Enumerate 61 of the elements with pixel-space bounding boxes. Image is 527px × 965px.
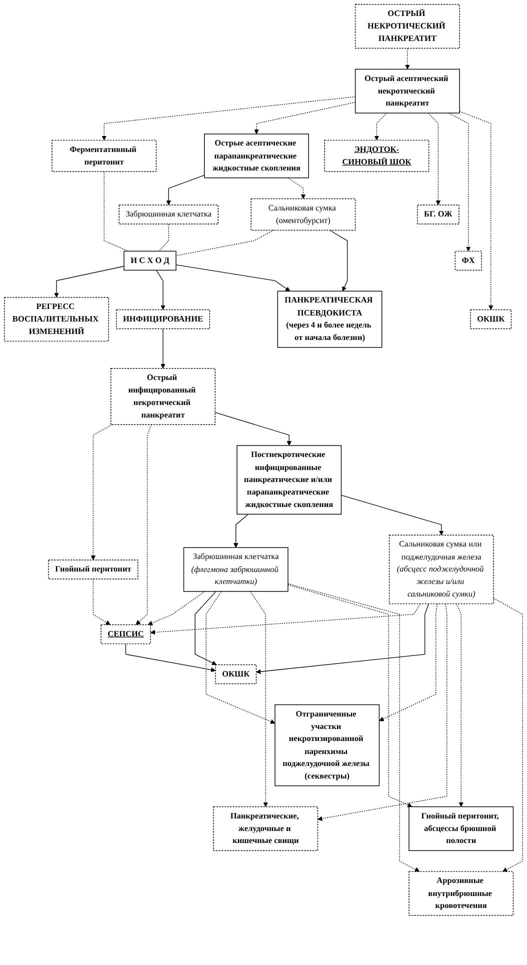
arrow (90, 424, 112, 560)
arrow (428, 112, 441, 206)
node-box: Острый инфицированный некротический панкреатит (110, 368, 216, 425)
arrow (405, 48, 410, 70)
arrow (92, 578, 110, 625)
node-box: РЕГРЕСС ВОСПАЛИТЕЛЬНЫХ ИЗМЕНЕНИЙ (4, 297, 109, 342)
node-box: Острый асептический некротический панкреатит (354, 68, 460, 114)
arrow (456, 604, 464, 807)
node-box: Острые асептические парапанкреатические жидкостные скопления (204, 134, 309, 178)
node-box: Сальниковая сумка или поджелудочная железа (абсцесс поджелудочной железы и/или сальниковой сумки) (388, 534, 494, 604)
node-box: Постнекротические инфицированные панкреатические и/или парапанкреатические жидкостные скопления (236, 445, 342, 515)
arrow (379, 604, 438, 722)
arrow (233, 514, 249, 548)
arrow (288, 584, 412, 808)
arrow (54, 266, 124, 298)
arrow (214, 412, 292, 446)
arrow (166, 174, 205, 206)
node-box: ИНФИЦИРОВАНИЕ (116, 309, 210, 330)
arrow (176, 264, 290, 292)
node-box: Ферментативный перитонит (52, 140, 157, 172)
node-box: Забрюшинная клетчатка (118, 204, 218, 224)
node-box: Сальниковая сумка (оментобурсит) (250, 198, 356, 231)
arrow (493, 598, 523, 872)
arrow (459, 111, 494, 310)
arrow (288, 583, 420, 872)
arrow (102, 96, 356, 140)
arrow (256, 604, 430, 674)
arrow (206, 591, 276, 724)
node-box: ОКШК (215, 664, 257, 684)
arrow (254, 102, 356, 134)
node-box: Отграниченные участки некротизированной паренхимы поджелудочной железы (секвестры) (274, 704, 380, 786)
arrow (250, 591, 268, 807)
arrow (148, 591, 206, 626)
arrow (329, 230, 348, 292)
connector (158, 224, 169, 252)
node-box: ПАНКРЕАТИЧЕСКАЯ ПСЕВДОКИСТА (через 4 и более недель от начала болезни) (277, 290, 382, 348)
arrow (125, 643, 216, 672)
arrow (318, 604, 448, 821)
arrow (136, 424, 152, 625)
connector (176, 230, 274, 256)
arrow (156, 270, 166, 310)
node-box: Панкреатические, желудочные и кишечные свищи (213, 806, 318, 851)
arrow (194, 591, 217, 666)
arrow (448, 112, 471, 252)
arrow (374, 112, 387, 140)
arrow (340, 494, 444, 536)
node-box: Забрюшинная клетчатка (флегмона забрюшинной клетчатки) (183, 547, 288, 592)
node-box: ОКШК (470, 309, 512, 330)
node-box: СЕПСИС (100, 624, 151, 644)
arrow (150, 604, 421, 635)
node-box: Гнойный перитонит (48, 560, 138, 580)
node-box: ЭНДОТОК-СИНОВЫЙ ШОК (324, 140, 430, 172)
node-box: И С Х О Д (124, 250, 176, 271)
arrow (160, 328, 166, 369)
node-box: БГ. ОЖ (417, 204, 460, 224)
node-box: ФХ (454, 250, 482, 271)
node-box: ОСТРЫЙ НЕКРОТИЧЕСКИЙ ПАНКРЕАТИТ (354, 4, 460, 49)
connector (104, 171, 128, 252)
node-box: Гнойный перитонит, абсцессы брюшной полости (408, 806, 514, 851)
node-box: Аррозивные внутрибрюшные кровотечения (408, 871, 514, 916)
arrow (288, 178, 306, 200)
